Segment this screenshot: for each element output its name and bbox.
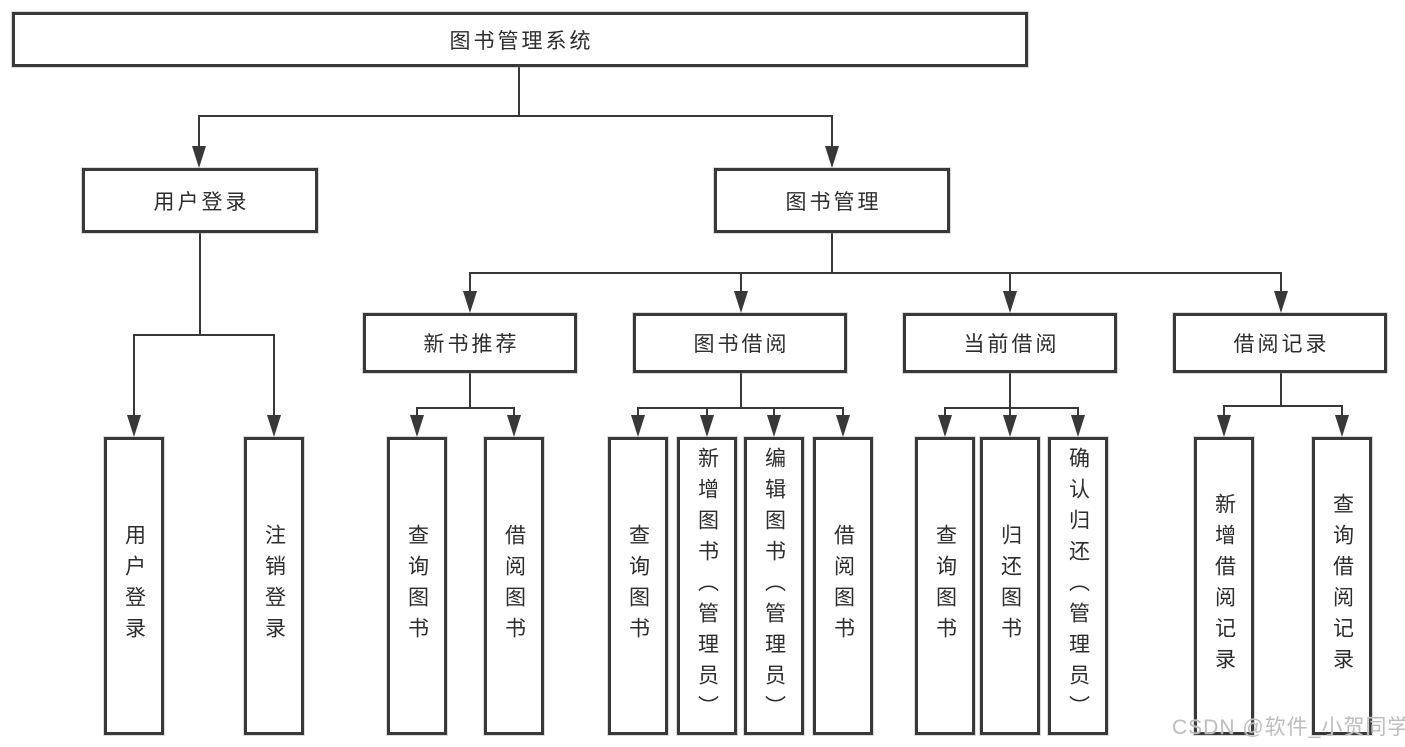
node-user-login: 用户登录	[82, 168, 318, 233]
node-edit-book-admin: 编辑图书（管理员）	[744, 437, 804, 735]
node-query-book-3: 查询图书	[915, 437, 975, 735]
node-book-mgmt: 图书管理	[714, 168, 950, 233]
connector-v	[944, 407, 946, 419]
connector-v	[1223, 405, 1225, 419]
node-query-borrow-record: 查询借阅记录	[1312, 437, 1372, 735]
node-borrow-book-1: 借阅图书	[484, 437, 544, 735]
node-user-login-leaf: 用户登录	[104, 437, 164, 735]
node-new-book-rec: 新书推荐	[363, 313, 577, 373]
connector-v	[1341, 405, 1343, 419]
connector-v	[706, 407, 708, 419]
connector-v	[416, 407, 418, 419]
arrow-down-icon	[192, 146, 206, 168]
arrow-down-icon	[463, 291, 477, 313]
connector-v	[518, 67, 520, 117]
connector-h	[199, 115, 833, 117]
connector-h	[417, 407, 515, 409]
node-confirm-return-admin: 确认归还（管理员）	[1048, 437, 1108, 735]
node-borrow-book-2: 借阅图书	[813, 437, 873, 735]
connector-v	[740, 272, 742, 295]
connector-v	[1009, 373, 1011, 409]
arrow-down-icon	[267, 415, 281, 437]
node-add-borrow-record: 新增借阅记录	[1194, 437, 1254, 735]
connector-v	[831, 233, 833, 274]
arrow-down-icon	[507, 415, 521, 437]
arrow-down-icon	[825, 146, 839, 168]
arrow-down-icon	[1217, 415, 1231, 437]
connector-v	[1009, 272, 1011, 295]
node-return-book: 归还图书	[980, 437, 1040, 735]
node-logout-leaf: 注销登录	[244, 437, 304, 735]
arrow-down-icon	[127, 415, 141, 437]
connector-v	[273, 334, 275, 417]
node-query-book-2: 查询图书	[608, 437, 668, 735]
node-book-borrowing: 图书借阅	[633, 313, 847, 373]
connector-h	[1224, 405, 1343, 407]
connector-v	[199, 233, 201, 336]
connector-h	[470, 272, 1282, 274]
connector-v	[469, 373, 471, 409]
connector-h	[638, 407, 844, 409]
connector-v	[773, 407, 775, 419]
node-borrowing-records: 借阅记录	[1173, 313, 1387, 373]
connector-v	[198, 115, 200, 148]
node-current-borrowing: 当前借阅	[903, 313, 1117, 373]
connector-v	[842, 407, 844, 419]
arrow-down-icon	[938, 415, 952, 437]
node-query-book-1: 查询图书	[387, 437, 447, 735]
connector-h	[945, 407, 1079, 409]
csdn-watermark: CSDN @软件_小贺同学	[1172, 716, 1405, 739]
arrow-down-icon	[1274, 291, 1288, 313]
arrow-down-icon	[836, 415, 850, 437]
connector-v	[1009, 407, 1011, 419]
arrow-down-icon	[1335, 415, 1349, 437]
connector-v	[513, 407, 515, 419]
connector-v	[133, 334, 135, 417]
arrow-down-icon	[1071, 415, 1085, 437]
connector-v	[1077, 407, 1079, 419]
connector-v	[637, 407, 639, 419]
arrow-down-icon	[767, 415, 781, 437]
connector-h	[134, 334, 275, 336]
arrow-down-icon	[1003, 415, 1017, 437]
arrow-down-icon	[734, 291, 748, 313]
arrow-down-icon	[700, 415, 714, 437]
arrow-down-icon	[1003, 291, 1017, 313]
arrow-down-icon	[410, 415, 424, 437]
connector-v	[1280, 373, 1282, 407]
connector-v	[1280, 272, 1282, 295]
connector-v	[740, 373, 742, 409]
connector-v	[469, 272, 471, 295]
arrow-down-icon	[631, 415, 645, 437]
connector-v	[831, 115, 833, 148]
node-add-book-admin: 新增图书（管理员）	[677, 437, 737, 735]
node-library-system: 图书管理系统	[12, 12, 1028, 67]
